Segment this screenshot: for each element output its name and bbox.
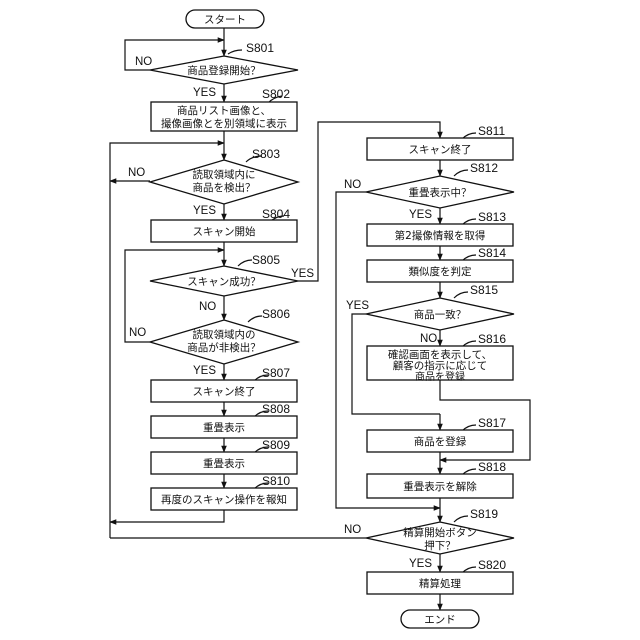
s806-no-label: NO [129, 327, 146, 339]
svg-text:商品リスト画像と、: 商品リスト画像と、 [177, 104, 271, 117]
svg-text:顧客の指示に応じて: 顧客の指示に応じて [393, 359, 488, 372]
svg-text:スキャン終了: スキャン終了 [409, 143, 472, 156]
svg-text:読取領域内に: 読取領域内に [193, 168, 256, 181]
svg-text:再度のスキャン操作を報知: 再度のスキャン操作を報知 [161, 493, 287, 506]
svg-text:商品を検出？: 商品を検出？ [193, 181, 256, 194]
arrow-s810-return [110, 510, 224, 522]
s812-label: S812 [470, 161, 498, 175]
svg-text:商品を登録: 商品を登録 [414, 435, 467, 448]
svg-text:重畳表示中？: 重畳表示中？ [409, 186, 472, 199]
s806-yes-label: YES [193, 365, 216, 377]
svg-text:第2撮像情報を取得: 第2撮像情報を取得 [395, 229, 486, 242]
end-terminal: エンド [401, 610, 479, 628]
svg-text:読取領域内の: 読取領域内の [193, 328, 256, 341]
s802-label: S802 [262, 87, 290, 101]
s815-yes-label: YES [346, 300, 369, 312]
svg-text:スキャン成功？: スキャン成功？ [187, 276, 261, 288]
s805-label: S805 [252, 253, 280, 267]
s819-yes-label: YES [409, 558, 432, 570]
svg-text:重畳表示を解除: 重畳表示を解除 [403, 480, 477, 493]
s814-label: S814 [478, 246, 506, 260]
s801-no-label: NO [135, 56, 152, 68]
s803-no-label: NO [128, 167, 145, 179]
s811-label: S811 [478, 124, 505, 138]
s813-label: S813 [478, 210, 506, 224]
start-terminal: スタート [186, 10, 264, 28]
svg-text:商品一致？: 商品一致？ [414, 308, 467, 321]
svg-text:商品を登録: 商品を登録 [415, 370, 465, 383]
svg-text:スタート: スタート [204, 14, 246, 26]
svg-text:エンド: エンド [424, 614, 456, 626]
s804-label: S804 [262, 207, 290, 221]
s816-label: S816 [478, 332, 506, 346]
svg-text:撮像画像とを別領域に表示: 撮像画像とを別領域に表示 [161, 117, 287, 130]
s815-label: S815 [470, 283, 498, 297]
s819-no-label: NO [344, 524, 361, 536]
s819-label: S819 [470, 507, 498, 521]
s815-no-label: NO [420, 333, 437, 345]
svg-text:商品登録開始？: 商品登録開始？ [187, 64, 261, 77]
svg-text:商品が非検出？: 商品が非検出？ [187, 341, 261, 354]
s805-yes-label: YES [291, 268, 314, 280]
s820-label: S820 [478, 558, 506, 572]
s806-label: S806 [262, 307, 290, 321]
svg-text:重畳表示: 重畳表示 [203, 421, 245, 434]
s808-label: S808 [262, 402, 290, 416]
svg-text:スキャン開始: スキャン開始 [193, 225, 256, 238]
s812-yes-label: YES [409, 209, 432, 221]
s812-no-label: NO [344, 179, 361, 191]
s810-label: S810 [262, 474, 290, 488]
svg-text:重畳表示: 重畳表示 [203, 457, 245, 470]
s801-label: S801 [246, 41, 274, 55]
svg-text:精算処理: 精算処理 [419, 577, 461, 590]
s803-label: S803 [252, 147, 280, 161]
s809-label: S809 [262, 438, 290, 452]
svg-text:スキャン終了: スキャン終了 [193, 385, 256, 398]
s817-label: S817 [478, 416, 506, 430]
s803-yes-label: YES [193, 205, 216, 217]
s807-label: S807 [262, 366, 290, 380]
svg-text:精算開始ボタン: 精算開始ボタン [403, 526, 477, 539]
svg-text:押下？: 押下？ [424, 539, 456, 552]
svg-text:類似度を判定: 類似度を判定 [409, 265, 472, 278]
s818-label: S818 [478, 460, 506, 474]
s805-no-label: NO [199, 301, 216, 313]
s801-yes-label: YES [193, 87, 216, 99]
